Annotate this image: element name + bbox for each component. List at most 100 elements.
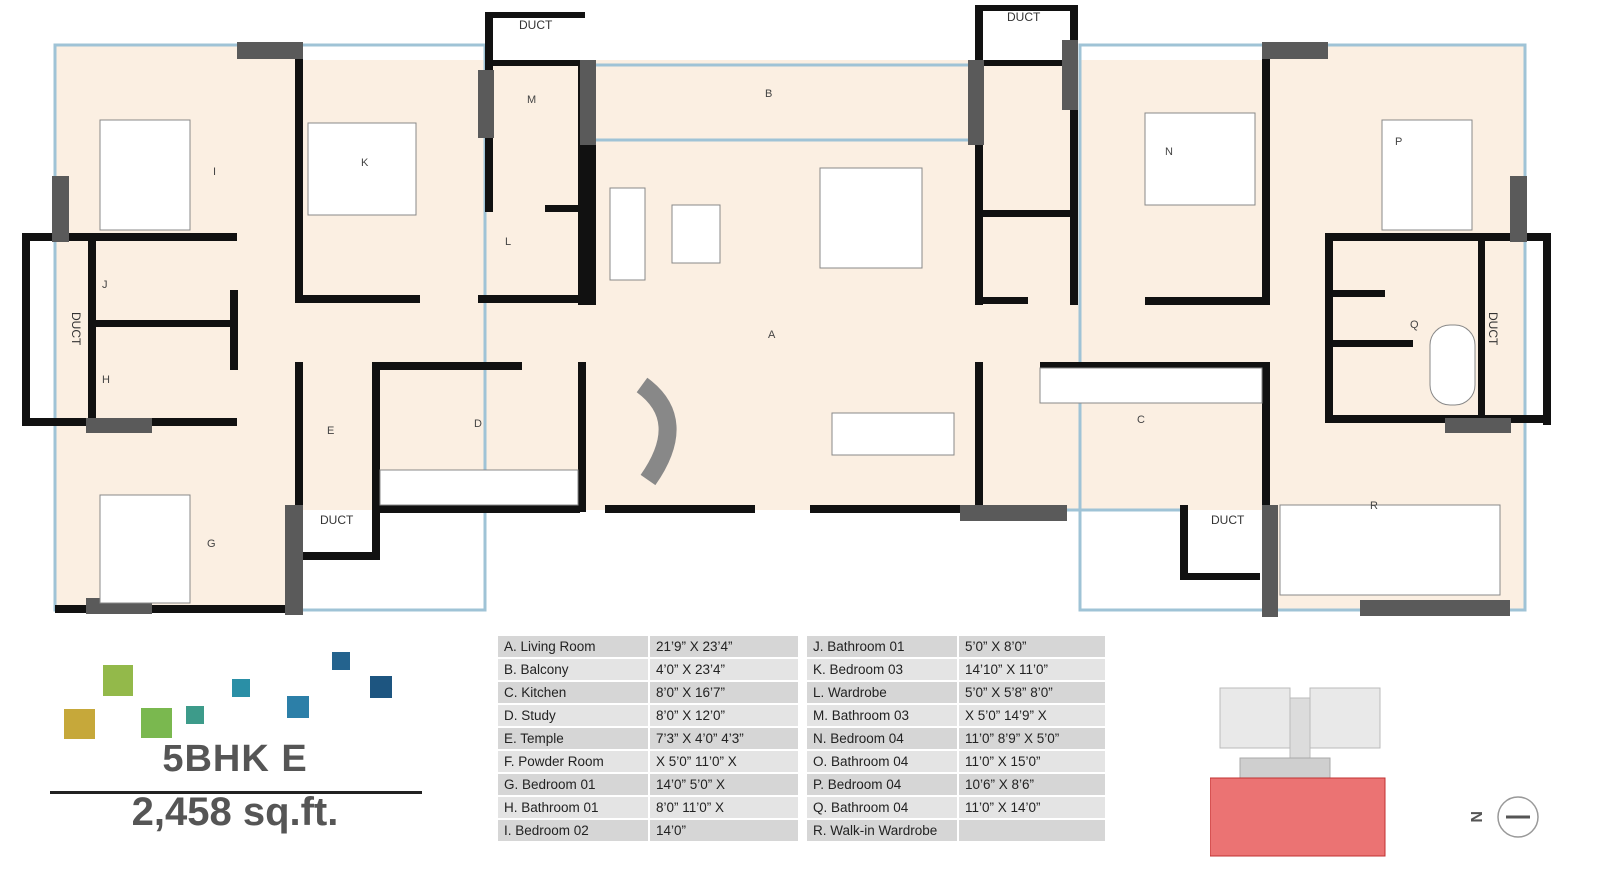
room-label-l: L xyxy=(505,236,511,248)
room-label-g: G xyxy=(207,538,216,550)
duct-label-east: DUCT xyxy=(1486,312,1500,346)
room-size: 14’10” X 11’0” xyxy=(959,659,1105,680)
room-label-b: B xyxy=(765,88,772,100)
room-size: 14’0” xyxy=(650,820,798,841)
bathtub xyxy=(1429,324,1476,406)
room-label-d: D xyxy=(474,418,482,430)
room-size: 11’0” 8’9” X 5’0” xyxy=(959,728,1105,749)
room-name: D. Study xyxy=(498,705,648,726)
logo-square xyxy=(370,676,392,698)
room-size xyxy=(959,820,1105,841)
room-size: 10’6” X 8’6” xyxy=(959,774,1105,795)
logo-square xyxy=(64,709,95,739)
room-name: M. Bathroom 03 xyxy=(807,705,957,726)
room-label-i: I xyxy=(213,166,216,178)
room-name: G. Bedroom 01 xyxy=(498,774,648,795)
room-label-e: E xyxy=(327,425,334,437)
room-label-c: C xyxy=(1137,414,1145,426)
logo-square xyxy=(186,706,204,724)
room-size: 8’0” X 12’0” xyxy=(650,705,798,726)
room-labels: A B C D E G H I J K L M N P Q R xyxy=(102,88,1419,550)
room-size: 5’0” X 5’8” 8’0” xyxy=(959,682,1105,703)
room-name: C. Kitchen xyxy=(498,682,648,703)
room-size: 8’0” 11’0” X xyxy=(650,797,798,818)
logo-square xyxy=(287,696,309,718)
unit-area: 2,458 sq.ft. xyxy=(131,790,339,834)
room-label-r: R xyxy=(1370,500,1378,512)
room-label-m: M xyxy=(527,94,536,106)
room-label-h: H xyxy=(102,374,110,386)
room-size: 4’0” X 23’4” xyxy=(650,659,798,680)
room-name: L. Wardrobe xyxy=(807,682,957,703)
room-size: 11’0” X 14’0” xyxy=(959,797,1105,818)
key-plan-highlight xyxy=(1210,777,1386,857)
furniture xyxy=(99,112,1501,604)
dining-table xyxy=(831,412,955,456)
table-row: R. Walk-in Wardrobe xyxy=(807,820,1105,841)
room-name: K. Bedroom 03 xyxy=(807,659,957,680)
room-label-p: P xyxy=(1395,136,1402,148)
duct-label-bottom-right: DUCT xyxy=(1211,513,1245,527)
divider xyxy=(50,791,422,794)
room-name: N. Bedroom 04 xyxy=(807,728,957,749)
bed-g xyxy=(99,494,191,604)
duct-label-west: DUCT xyxy=(69,312,83,346)
temple-curve xyxy=(636,377,677,486)
room-label-q: Q xyxy=(1410,319,1419,331)
room-size: 8’0” X 16’7” xyxy=(650,682,798,703)
duct-label-top-left: DUCT xyxy=(519,18,553,32)
unit-type: 5BHK E xyxy=(162,738,308,780)
room-label-n: N xyxy=(1165,146,1173,158)
key-plan xyxy=(1210,687,1386,857)
study-desk xyxy=(379,469,579,506)
logo-square xyxy=(141,708,172,738)
lounge-seat xyxy=(819,167,923,269)
wardrobe-r xyxy=(1279,504,1501,596)
room-size: 5’0” X 8’0” xyxy=(959,636,1105,657)
room-size: 21’9” X 23’4” xyxy=(650,636,798,657)
room-size: X 5’0” 14’9” X xyxy=(959,705,1105,726)
room-name: P. Bedroom 04 xyxy=(807,774,957,795)
room-label-j: J xyxy=(102,279,108,291)
bed-k xyxy=(307,122,417,216)
room-size: 7’3” X 4’0” 4’3” xyxy=(650,728,798,749)
bed-p xyxy=(1381,119,1473,231)
logo-square xyxy=(232,679,250,697)
room-size: 14’0” 5’0” X xyxy=(650,774,798,795)
north-arrow: N xyxy=(1468,796,1539,838)
north-label: N xyxy=(1468,811,1484,823)
room-name: F. Powder Room xyxy=(498,751,648,772)
duct-labels: DUCT DUCT DUCT DUCT DUCT DUCT xyxy=(69,10,1500,527)
room-name: J. Bathroom 01 xyxy=(807,636,957,657)
room-size: X 5’0” 11’0” X xyxy=(650,751,798,772)
room-name: O. Bathroom 04 xyxy=(807,751,957,772)
logo-square xyxy=(103,665,133,696)
room-label-k: K xyxy=(361,157,369,169)
sofa-left xyxy=(609,187,646,281)
kitchen-counter xyxy=(1039,367,1263,404)
bed-n xyxy=(1144,112,1256,206)
room-name: H. Bathroom 01 xyxy=(498,797,648,818)
room-name: R. Walk-in Wardrobe xyxy=(807,820,957,841)
room-name: E. Temple xyxy=(498,728,648,749)
room-name: A. Living Room xyxy=(498,636,648,657)
room-label-a: A xyxy=(768,329,776,341)
